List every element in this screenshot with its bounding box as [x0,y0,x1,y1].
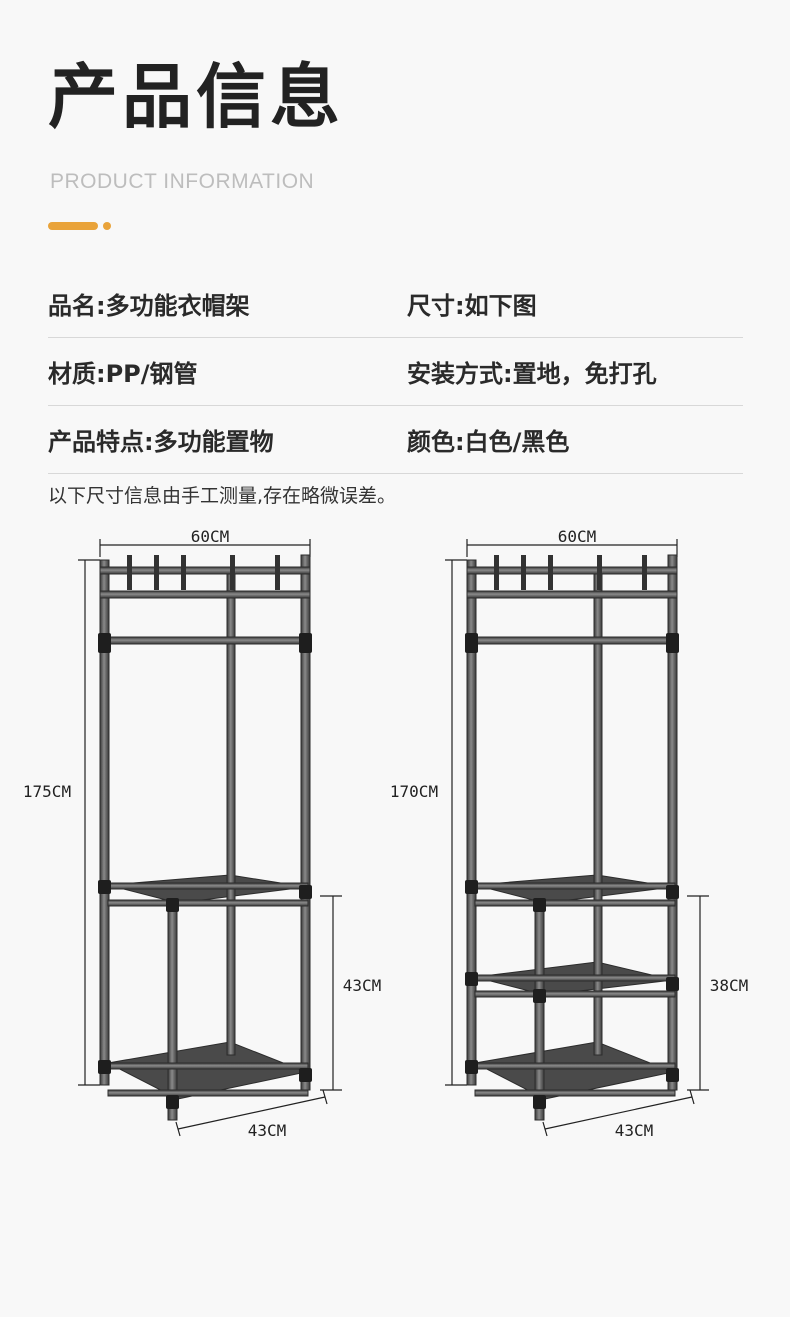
accent-bar [48,222,98,230]
info-row: 品名:多功能衣帽架 尺寸:如下图 [48,270,743,338]
info-row: 材质:PP/钢管 安装方式:置地，免打孔 [48,338,743,406]
right-rack: 60CM 170CM 38CM 43CM [390,527,748,1140]
left-width-label: 60CM [191,527,230,546]
info-color: 颜色:白色/黑色 [407,428,570,456]
info-product-name: 品名:多功能衣帽架 [48,292,250,320]
info-size: 尺寸:如下图 [407,292,537,320]
accent-dot [103,222,111,230]
info-material: 材质:PP/钢管 [48,360,198,388]
left-shelf-height-label: 43CM [343,976,382,995]
rack-dimension-diagram: 60CM 175CM 43CM 43CM [23,527,748,1140]
page-title: 产品信息 [48,56,344,138]
left-rack: 60CM 175CM 43CM 43CM [23,527,381,1140]
info-table: 品名:多功能衣帽架 尺寸:如下图 材质:PP/钢管 安装方式:置地，免打孔 产品… [48,270,743,474]
right-width-label: 60CM [558,527,597,546]
right-depth-label: 43CM [615,1121,654,1140]
right-shelf-height-label: 38CM [710,976,749,995]
info-installation: 安装方式:置地，免打孔 [407,360,657,388]
info-row: 产品特点:多功能置物 颜色:白色/黑色 [48,406,743,474]
right-height-label: 170CM [390,782,438,801]
left-depth-label: 43CM [248,1121,287,1140]
info-feature: 产品特点:多功能置物 [48,428,274,456]
left-height-label: 175CM [23,782,71,801]
page-subtitle: PRODUCT INFORMATION [50,170,315,193]
accent-decoration [48,221,118,231]
measurement-note: 以下尺寸信息由手工测量,存在略微误差。 [48,485,397,507]
